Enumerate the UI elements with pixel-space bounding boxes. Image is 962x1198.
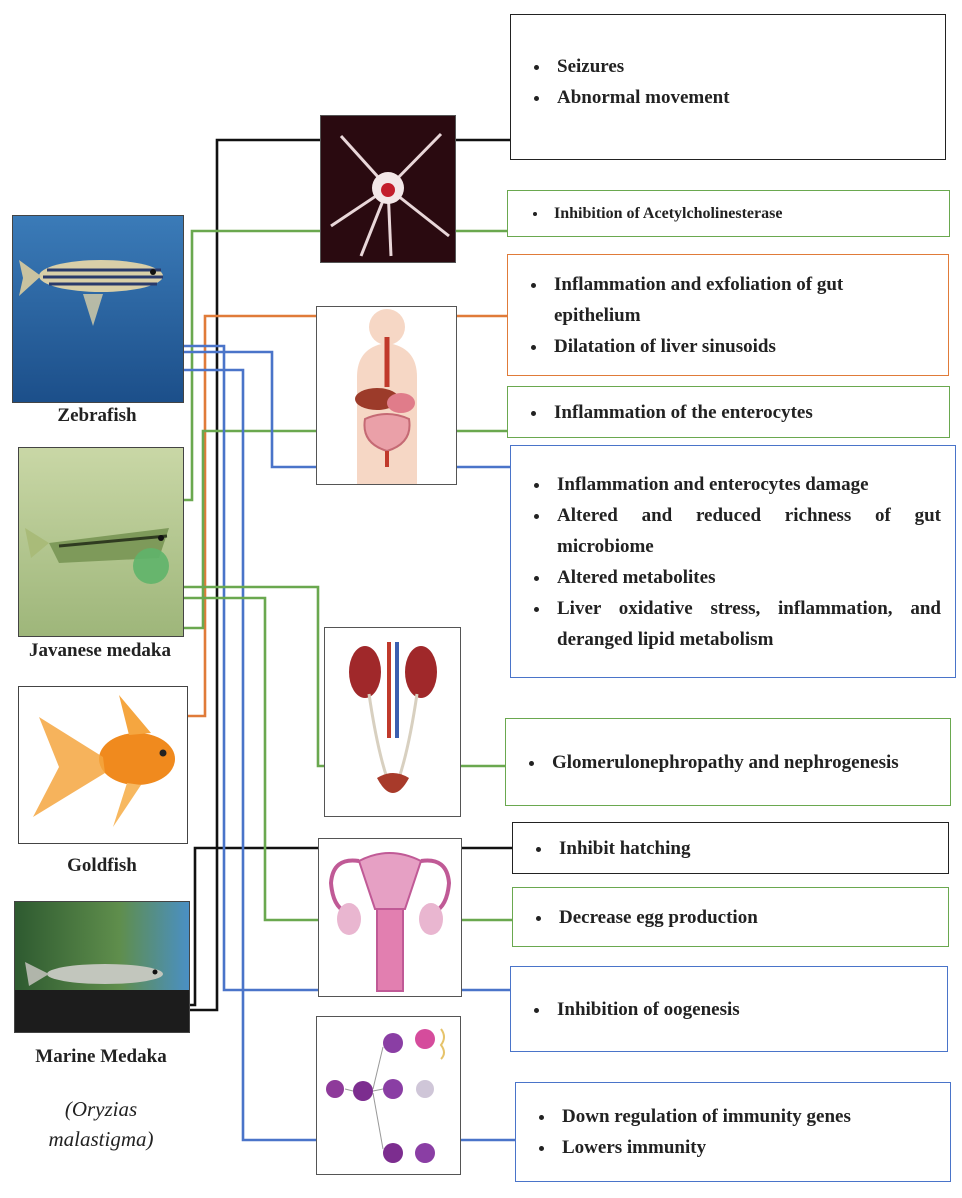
effect-abnormal-movement: Abnormal movement (551, 82, 730, 113)
effect-box-enterocytes: Inflammation of the enterocytes (507, 386, 950, 438)
effect-box-kidney: Glomerulonephropathy and nephrogenesis (505, 718, 951, 806)
effect-gut-microbiome: Altered and reduced richness of gut micr… (551, 500, 941, 562)
marine-medaka-image (14, 901, 190, 1033)
effect-box-seizures: Seizures Abnormal movement (510, 14, 946, 160)
effect-lowers-immunity: Lowers immunity (556, 1132, 851, 1163)
kidney-image (324, 627, 461, 817)
effect-enterocytes-damage: Inflammation and enterocytes damage (551, 469, 941, 500)
marine-medaka-scientific-1: (Oryzias (10, 1094, 192, 1124)
effect-liver-oxidative-stress: Liver oxidative stress, inflammation, an… (551, 593, 941, 655)
goldfish-image (18, 686, 188, 844)
zebrafish-image (12, 215, 184, 403)
effect-seizures: Seizures (551, 51, 730, 82)
javanese-medaka-image (18, 447, 184, 637)
reproductive-organ-icon (319, 839, 461, 996)
immune-cells-image (316, 1016, 461, 1175)
effect-box-ache: Inhibition of Acetylcholinesterase (507, 190, 950, 237)
effect-box-gut-epithelium: Inflammation and exfoliation of gut epit… (507, 254, 949, 376)
effect-enterocytes-inflammation: Inflammation of the enterocytes (548, 397, 813, 428)
effect-decrease-egg-production: Decrease egg production (553, 902, 758, 933)
effect-immunity-genes: Down regulation of immunity genes (556, 1101, 851, 1132)
zebrafish-label: Zebrafish (12, 405, 182, 427)
effect-box-hatching: Inhibit hatching (512, 822, 949, 874)
effect-glomerulonephropathy: Glomerulonephropathy and nephrogenesis (546, 747, 899, 778)
marine-medaka-scientific-2: malastigma) (10, 1124, 192, 1154)
effect-ache-inhibition: Inhibition of Acetylcholinesterase (548, 198, 782, 229)
neuron-image (320, 115, 456, 263)
marine-medaka-label: Marine Medaka (10, 1046, 192, 1068)
effect-inhibition-oogenesis: Inhibition of oogenesis (551, 994, 740, 1025)
effect-liver-sinusoids: Dilatation of liver sinusoids (548, 331, 934, 362)
digestive-image (316, 306, 457, 485)
reproductive-image (318, 838, 462, 997)
effect-box-egg-production: Decrease egg production (512, 887, 949, 947)
immune-cells-icon (317, 1017, 460, 1174)
goldfish-label: Goldfish (18, 855, 186, 877)
effect-box-gut-damage: Inflammation and enterocytes damage Alte… (510, 445, 956, 678)
effect-gut-epithelium: Inflammation and exfoliation of gut epit… (548, 269, 934, 331)
effect-box-immunity: Down regulation of immunity genes Lowers… (515, 1082, 951, 1182)
digestive-system-icon (317, 307, 456, 484)
effect-box-oogenesis: Inhibition of oogenesis (510, 966, 948, 1052)
javanese-medaka-label: Javanese medaka (4, 640, 196, 662)
effect-inhibit-hatching: Inhibit hatching (553, 833, 690, 864)
effect-altered-metabolites: Altered metabolites (551, 562, 941, 593)
neuron-icon (321, 116, 455, 262)
kidney-urinary-icon (325, 628, 460, 816)
